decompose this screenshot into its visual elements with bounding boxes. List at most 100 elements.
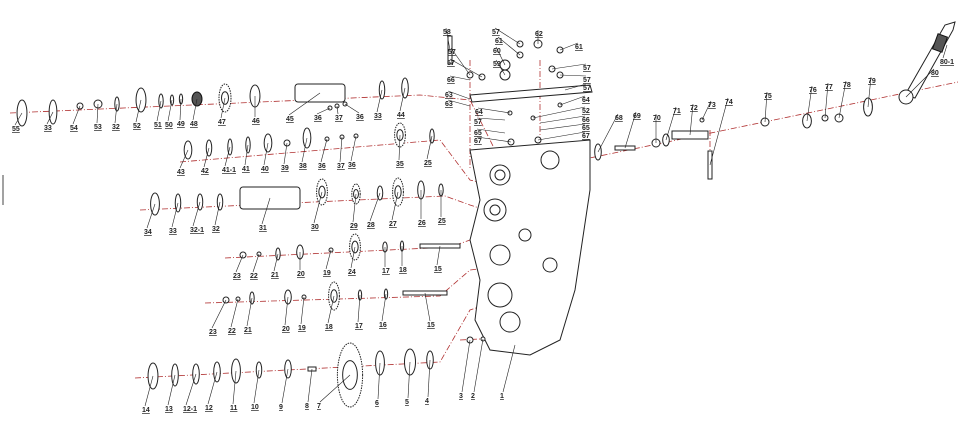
leader-line [445, 27, 451, 51]
part-label: 36 [314, 115, 322, 122]
part-label: 26 [418, 220, 426, 227]
leader-line [211, 299, 227, 329]
part-label: 61 [495, 38, 503, 45]
part-label: 19 [298, 325, 306, 332]
part-label: 18 [399, 267, 407, 274]
part-label: 61 [575, 44, 583, 51]
part-label: 48 [190, 121, 198, 128]
part-label: 80-1 [940, 59, 954, 66]
leader-line [96, 103, 99, 124]
part-label: 10 [251, 404, 259, 411]
part-label: 23 [209, 329, 217, 336]
leader-line [473, 338, 484, 393]
leader-line [689, 103, 694, 136]
part-label: 32 [112, 124, 120, 131]
part-label: 20 [297, 271, 305, 278]
part-label: 17 [382, 268, 390, 275]
leader-line [449, 75, 471, 81]
part-label: 67 [474, 138, 482, 145]
leader-line [261, 197, 271, 225]
leader-line [476, 136, 512, 143]
leader-line [709, 97, 729, 166]
leader-line [376, 89, 383, 113]
part-gear [316, 178, 328, 206]
part-label: 27 [389, 221, 397, 228]
part-label: 28 [367, 222, 375, 229]
leader-line [283, 142, 288, 165]
leader-line [224, 146, 231, 167]
leader-line [171, 202, 179, 228]
leader-line [449, 58, 483, 78]
leader-line [344, 103, 360, 114]
part-label: 32 [212, 226, 220, 233]
part-label: 15 [434, 266, 442, 273]
part-label: 64 [475, 109, 483, 116]
leader-line [179, 98, 182, 121]
part-label: 57 [448, 49, 456, 56]
part-label: 53 [94, 124, 102, 131]
leader-line [301, 137, 308, 163]
leader-line [185, 373, 197, 406]
leader-line [424, 292, 431, 322]
part-label: 2 [471, 393, 475, 400]
part-label: 42 [201, 168, 209, 175]
part-label: 74 [725, 99, 733, 106]
part-label: 47 [218, 119, 226, 126]
part-label: 33 [44, 125, 52, 132]
leader-line [537, 131, 586, 141]
part-label: 35 [396, 161, 404, 168]
part-label: 25 [424, 160, 432, 167]
part-label: 21 [271, 272, 279, 279]
part-label: 14 [142, 407, 150, 414]
leader-line [450, 47, 471, 76]
part-label: 68 [615, 115, 623, 122]
leader-line [398, 134, 401, 161]
part-label: 77 [825, 84, 833, 91]
leader-line [319, 374, 351, 403]
part-label: 12-1 [183, 406, 197, 413]
leader-line [307, 368, 313, 403]
part-label: 33 [169, 228, 177, 235]
part-label: 72 [690, 105, 698, 112]
part-label: 65 [582, 125, 590, 132]
leader-line [167, 99, 173, 122]
leader-line [320, 138, 328, 163]
leader-line [350, 246, 356, 269]
part-label: 45 [286, 116, 294, 123]
leader-line [447, 90, 471, 100]
leader-line [369, 192, 381, 222]
part-label: 37 [335, 115, 343, 122]
part-label: 6 [375, 400, 379, 407]
part-label: 25 [438, 218, 446, 225]
part-label: 60 [493, 48, 501, 55]
leader-line [263, 142, 269, 166]
leader-line [230, 298, 239, 328]
part-label: 64 [582, 97, 590, 104]
leader-line [942, 44, 948, 59]
leader-line [327, 295, 335, 324]
leader-line [764, 91, 768, 123]
part-label: 22 [228, 328, 236, 335]
part-label: 32-1 [190, 227, 204, 234]
leader-line [46, 111, 54, 125]
part-label: 37 [337, 163, 345, 170]
part-label: 13 [165, 406, 173, 413]
leader-line [824, 82, 829, 119]
leader-line [407, 361, 411, 399]
part-label: 23 [233, 273, 241, 280]
leader-line [502, 344, 516, 393]
part-label: 24 [348, 269, 356, 276]
part-label: 22 [250, 273, 258, 280]
part-label: 58 [443, 29, 451, 36]
part-label: 4 [425, 398, 429, 405]
part-label: 7 [317, 403, 321, 410]
part-label: 41-1 [222, 167, 236, 174]
leader-line [235, 254, 244, 273]
part-label: 50 [165, 122, 173, 129]
part-label: 52 [582, 108, 590, 115]
leader-line [252, 253, 260, 273]
leader-line [14, 112, 23, 126]
part-label: 33 [374, 113, 382, 120]
leader-line [253, 369, 260, 404]
